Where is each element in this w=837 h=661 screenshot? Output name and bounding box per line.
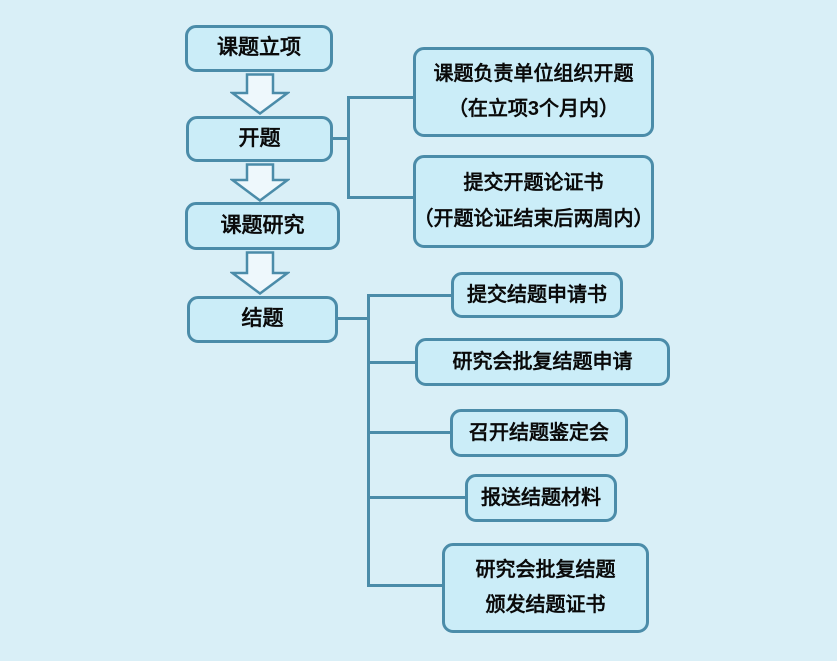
down-arrow-shape [230, 73, 290, 115]
node-label: 结题 [241, 307, 284, 331]
down-arrow [230, 251, 290, 295]
node-label-line2: 颁发结题证书 [485, 594, 606, 617]
connector-conclusion-trunk [367, 294, 370, 587]
down-arrow [230, 73, 290, 115]
down-arrow-shape [230, 163, 290, 202]
down-arrow-shape [230, 251, 290, 295]
node-label: 课题研究 [220, 213, 305, 237]
connector-conclusion-branch-1 [367, 294, 453, 297]
node-project-approval: 课题立项 [185, 25, 333, 72]
node-issue-certificate: 研究会批复结题 颁发结题证书 [442, 543, 649, 633]
connector-opening-stub [333, 137, 349, 140]
node-label: 召开结题鉴定会 [469, 421, 609, 444]
connector-conclusion-branch-3 [367, 431, 452, 434]
connector-conclusion-stub [338, 317, 370, 320]
connector-conclusion-branch-4 [367, 496, 467, 499]
connector-opening-branch-2 [347, 196, 415, 199]
down-arrow [230, 163, 290, 202]
node-label: 提交结题申请书 [467, 283, 607, 306]
node-hold-appraisal-meeting: 召开结题鉴定会 [450, 409, 628, 457]
node-label: 报送结题材料 [481, 486, 601, 509]
node-label: 课题立项 [217, 36, 301, 60]
node-submit-conclusion-materials: 报送结题材料 [465, 474, 617, 522]
node-label-line1: 研究会批复结题 [475, 558, 616, 581]
node-label-line1: 提交开题论证书 [463, 171, 604, 194]
connector-conclusion-branch-5 [367, 584, 444, 587]
node-approve-conclusion-application: 研究会批复结题申请 [415, 338, 670, 386]
node-submit-opening-report: 提交开题论证书 （开题论证结束后两周内） [413, 155, 654, 248]
node-label: 开题 [238, 126, 281, 150]
connector-opening-trunk [347, 96, 350, 199]
node-conclusion: 结题 [187, 296, 338, 343]
node-organize-opening: 课题负责单位组织开题 （在立项3个月内） [413, 47, 654, 137]
node-label-line1: 课题负责单位组织开题 [433, 62, 634, 85]
node-submit-conclusion-application: 提交结题申请书 [451, 272, 623, 318]
connector-conclusion-branch-2 [367, 361, 417, 364]
node-opening: 开题 [186, 116, 333, 162]
connector-opening-branch-1 [347, 96, 415, 99]
node-research: 课题研究 [185, 202, 340, 250]
node-label-line2: （在立项3个月内） [447, 98, 620, 121]
node-label-line2: （开题论证结束后两周内） [413, 208, 654, 231]
node-label: 研究会批复结题申请 [452, 350, 633, 373]
